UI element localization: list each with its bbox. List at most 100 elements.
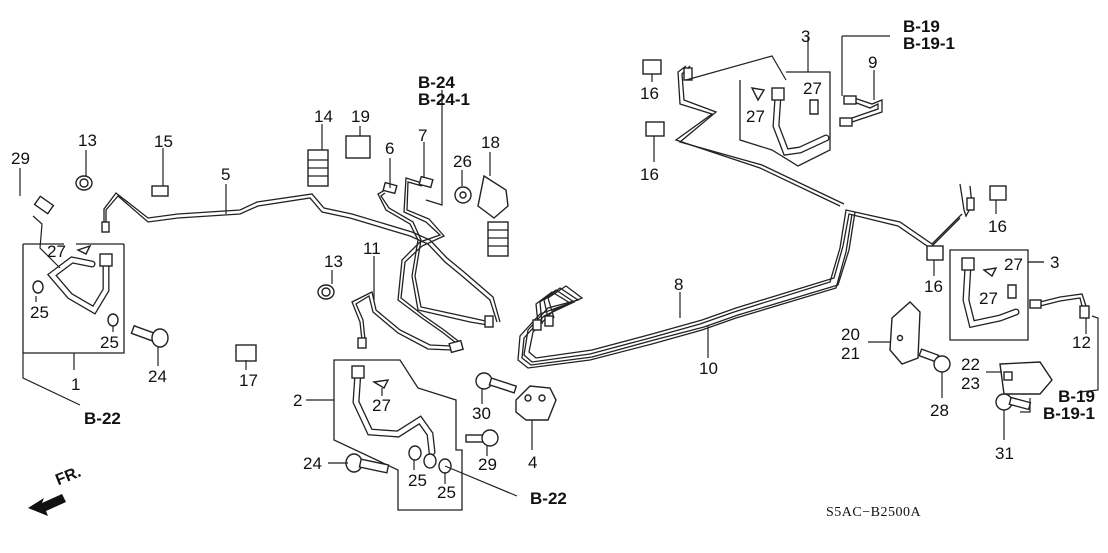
callout-16-b[interactable]: 16: [640, 165, 659, 184]
callout-27-d[interactable]: 27: [803, 79, 822, 98]
callout-21[interactable]: 21: [841, 344, 860, 363]
callout-20[interactable]: 20: [841, 325, 860, 344]
callout-27-b[interactable]: 27: [372, 396, 391, 415]
clip-16-d[interactable]: [926, 245, 944, 261]
brake-pipe-5[interactable]: [101, 192, 501, 323]
clip-16-b[interactable]: [645, 121, 665, 137]
brake-hose-assembly-2[interactable]: [333, 359, 518, 511]
clip-17[interactable]: [235, 344, 257, 362]
callout-25-d[interactable]: 25: [437, 483, 456, 502]
ref-b24-line1[interactable]: B-24: [418, 73, 455, 92]
ref-b19-top-line1[interactable]: B-19: [903, 17, 940, 36]
callout-5[interactable]: 5: [221, 165, 231, 184]
brake-pipe-11[interactable]: [351, 291, 464, 354]
ref-b22-left[interactable]: B-22: [84, 409, 121, 428]
grommet-13-center[interactable]: [317, 284, 335, 300]
ref-b19-bottom-line2[interactable]: B-19-1: [1043, 404, 1095, 423]
clip-27[interactable]: [809, 99, 819, 115]
brake-pipe-right-loop: [959, 183, 975, 218]
bolt-29-center[interactable]: [465, 429, 499, 447]
clip-16-c[interactable]: [989, 185, 1007, 201]
callout-16-a[interactable]: 16: [640, 84, 659, 103]
callout-12[interactable]: 12: [1072, 333, 1091, 352]
callout-13-center[interactable]: 13: [324, 252, 343, 271]
callout-18[interactable]: 18: [481, 133, 500, 152]
clip-27[interactable]: [982, 267, 998, 278]
bolt-28[interactable]: [918, 348, 951, 373]
callout-10[interactable]: 10: [699, 359, 718, 378]
brake-pipe-7[interactable]: [397, 175, 463, 347]
brake-pipe-6[interactable]: [377, 181, 494, 328]
callout-7[interactable]: 7: [418, 126, 428, 145]
callout-25-a[interactable]: 25: [30, 303, 49, 322]
ref-b22-center[interactable]: B-22: [530, 489, 567, 508]
callout-19[interactable]: 19: [351, 107, 370, 126]
callout-15[interactable]: 15: [154, 132, 173, 151]
bolt-31[interactable]: [995, 393, 1032, 411]
callout-24-center[interactable]: 24: [303, 454, 322, 473]
leader-lines: [19, 35, 1099, 484]
callout-17[interactable]: 17: [239, 371, 258, 390]
callout-2[interactable]: 2: [293, 391, 303, 410]
grommet-13-left[interactable]: [75, 175, 93, 191]
brake-pipe-10[interactable]: [517, 211, 856, 369]
ref-b19-top: B-19 B-19-1: [903, 18, 955, 52]
callout-27-e[interactable]: 27: [1004, 255, 1023, 274]
bolt-30[interactable]: [475, 372, 518, 394]
clip-27[interactable]: [76, 244, 92, 255]
callout-27-a[interactable]: 27: [47, 242, 66, 261]
clip-27[interactable]: [371, 379, 390, 389]
bolt-29-left[interactable]: [33, 195, 55, 215]
diagram-code: S5AC−B2500A: [826, 505, 922, 520]
callout-28[interactable]: 28: [930, 401, 949, 420]
callout-27-f[interactable]: 27: [979, 289, 998, 308]
bracket-22-23[interactable]: [999, 361, 1053, 395]
callout-26[interactable]: 26: [453, 152, 472, 171]
callout-8[interactable]: 8: [674, 275, 684, 294]
joint-4[interactable]: [515, 385, 557, 421]
callout-4[interactable]: 4: [528, 453, 538, 472]
callout-23[interactable]: 23: [961, 374, 980, 393]
bracket-18[interactable]: [477, 174, 509, 257]
callout-30[interactable]: 30: [472, 404, 491, 423]
callout-29-left[interactable]: 29: [11, 149, 30, 168]
callout-25-b[interactable]: 25: [100, 333, 119, 352]
bolt-24-left[interactable]: [130, 324, 169, 348]
clip-27[interactable]: [1007, 284, 1017, 299]
bolt-24-center[interactable]: [345, 453, 390, 474]
callout-13-left[interactable]: 13: [78, 131, 97, 150]
callout-24-left[interactable]: 24: [148, 367, 167, 386]
ref-b19-bottom-line1[interactable]: B-19: [1058, 387, 1095, 406]
brake-hose-assembly-3-top[interactable]: [685, 55, 831, 167]
callout-29-center[interactable]: 29: [478, 455, 497, 474]
callout-25-c[interactable]: 25: [408, 471, 427, 490]
brake-pipe-upper-rear: [674, 65, 845, 207]
callout-16-c[interactable]: 16: [988, 217, 1007, 236]
nut-26[interactable]: [454, 186, 472, 204]
callout-31[interactable]: 31: [995, 444, 1014, 463]
bracket-20-21[interactable]: [889, 301, 921, 365]
brake-pipe-9[interactable]: [839, 95, 883, 127]
clip-19[interactable]: [345, 135, 371, 159]
callout-16-d[interactable]: 16: [924, 277, 943, 296]
clip-27[interactable]: [750, 87, 766, 102]
brake-hose-assembly-3-right[interactable]: [949, 249, 1044, 341]
ref-b19-top-line2[interactable]: B-19-1: [903, 34, 955, 53]
callout-1[interactable]: 1: [71, 375, 81, 394]
brake-pipe-12[interactable]: [1029, 293, 1090, 319]
clip-16-a[interactable]: [642, 59, 662, 75]
callout-22[interactable]: 22: [961, 355, 980, 374]
clip-15[interactable]: [151, 185, 169, 197]
front-arrow-icon: [28, 494, 66, 516]
callout-11[interactable]: 11: [363, 239, 381, 258]
callout-14[interactable]: 14: [314, 107, 333, 126]
callout-3-top[interactable]: 3: [801, 27, 811, 46]
callout-6[interactable]: 6: [385, 139, 395, 158]
clamp-14[interactable]: [307, 149, 329, 187]
callout-9[interactable]: 9: [868, 53, 878, 72]
callout-3-right[interactable]: 3: [1050, 253, 1060, 272]
callout-27-c[interactable]: 27: [746, 107, 765, 126]
ref-b24: B-24 B-24-1: [418, 74, 470, 108]
ref-b24-line2[interactable]: B-24-1: [418, 90, 470, 109]
